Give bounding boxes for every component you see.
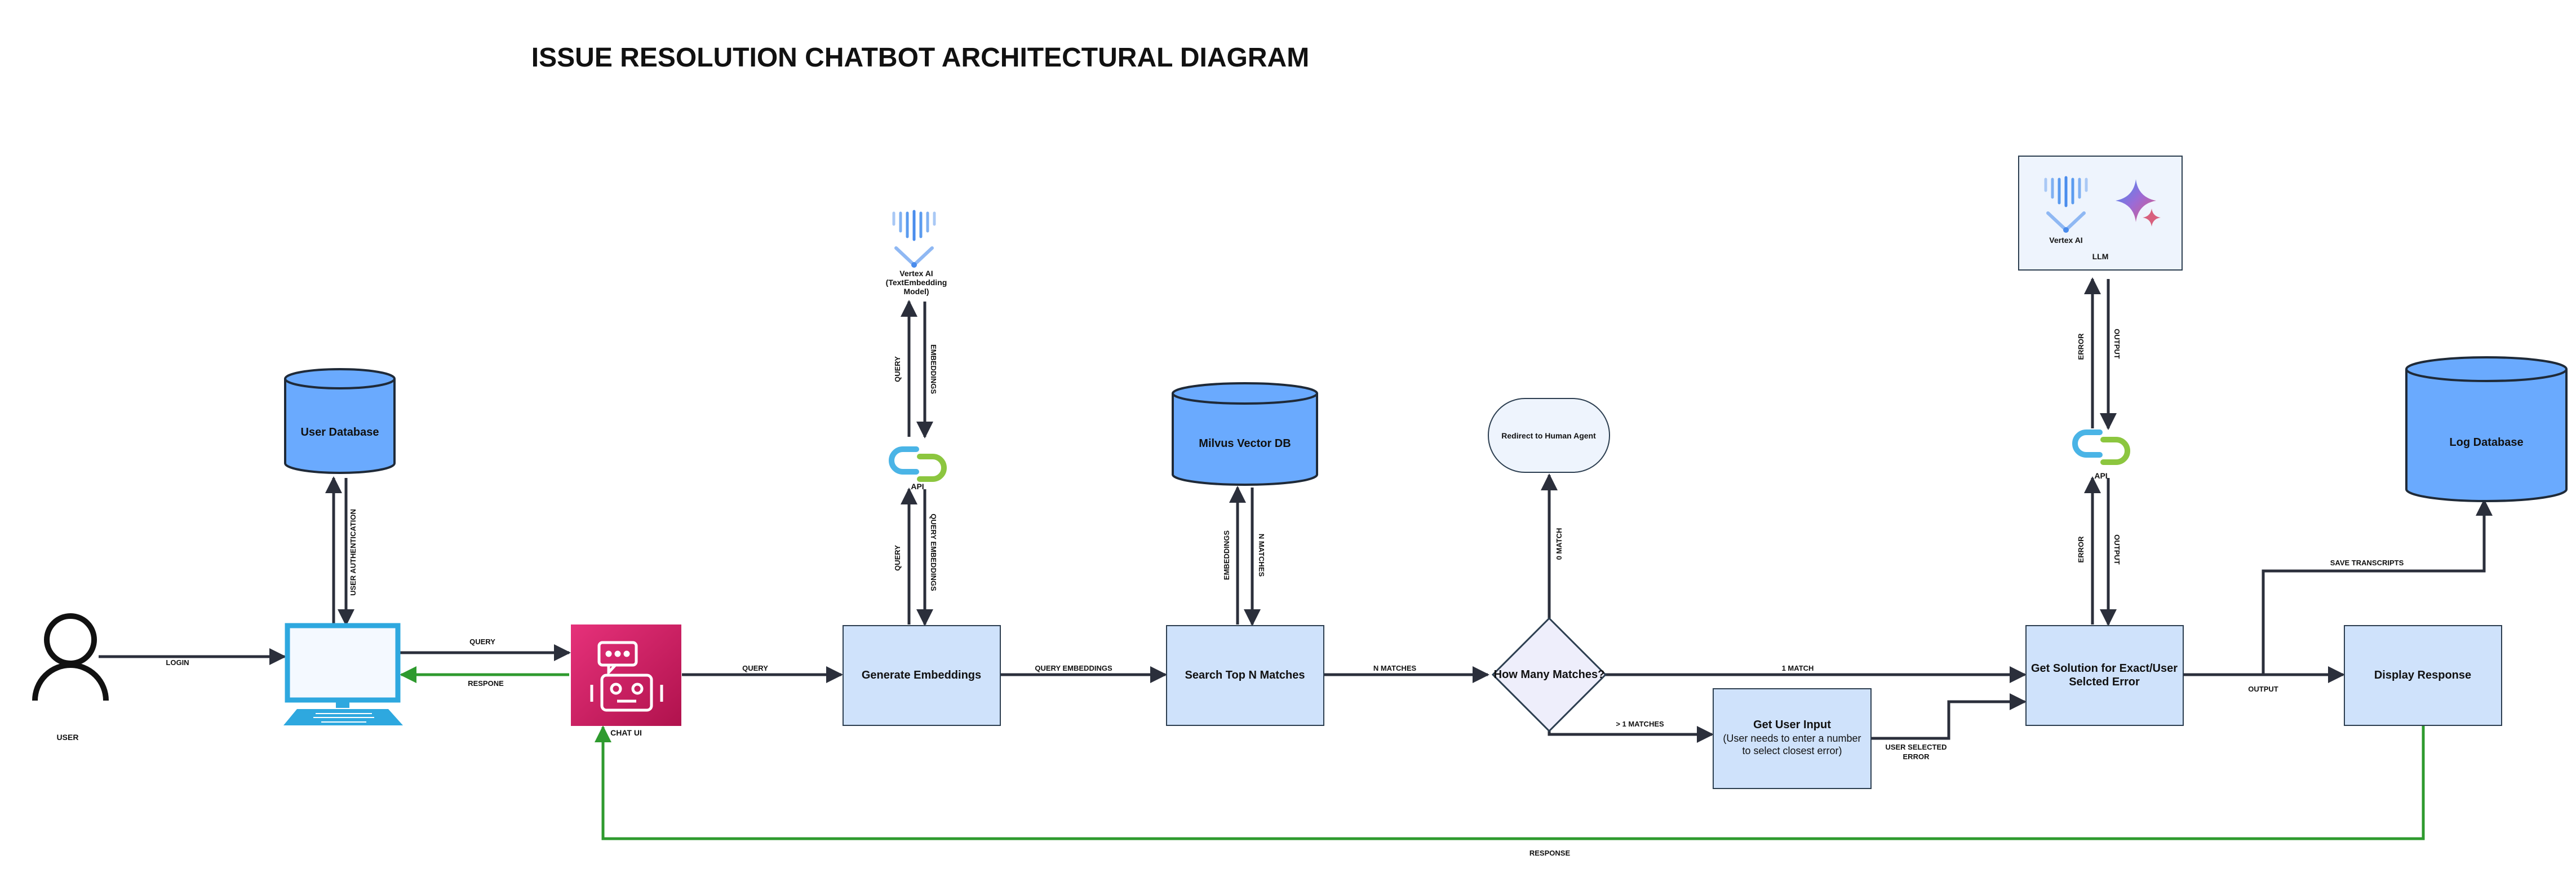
green-edges — [400, 666, 2425, 840]
vertex-embedding-label-1: Vertex AI — [899, 269, 933, 278]
llm-label: LLM — [2092, 252, 2109, 261]
label-embeddings-down: EMBEDDINGS — [929, 344, 938, 394]
generate-embeddings-node: Generate Embeddings — [843, 625, 1001, 726]
redirect-label: Redirect to Human Agent — [1501, 431, 1596, 440]
edge-gt-one — [1548, 726, 1714, 743]
api-left-label: API — [911, 482, 924, 491]
label-save-transcripts: SAVE TRANSCRIPTS — [2330, 559, 2404, 567]
label-embeddings-up: EMBEDDINGS — [1222, 530, 1231, 580]
edge-labels: LOGIN QUERY RESPONE QUERY QUERY EMBEDDIN… — [166, 329, 2404, 857]
milvus-db: Milvus Vector DB — [1172, 382, 1318, 486]
llm-node: Vertex AI LLM — [2018, 156, 2183, 271]
vertex-embedding-label-3: Model) — [903, 287, 929, 296]
diagram-title: ISSUE RESOLUTION CHATBOT ARCHITECTURAL D… — [531, 43, 1309, 73]
label-output-upper: OUTPUT — [2113, 329, 2121, 359]
redirect-node: Redirect to Human Agent — [1488, 398, 1610, 473]
label-response-bottom: RESPONSE — [1529, 849, 1571, 857]
user-label: USER — [57, 733, 79, 742]
label-query-gen: QUERY — [742, 664, 768, 672]
log-database-label: Log Database — [2449, 436, 2523, 449]
user-body-icon — [32, 662, 109, 701]
display-response-node: Display Response — [2344, 625, 2502, 726]
label-error-lower: ERROR — [2077, 536, 2085, 563]
log-database: Log Database — [2405, 356, 2568, 502]
generate-embeddings-label: Generate Embeddings — [862, 669, 981, 681]
user-database: User Database — [284, 368, 396, 474]
label-query-chat: QUERY — [469, 637, 495, 646]
get-user-input-body-1: (User needs to enter a number — [1723, 733, 1861, 744]
robot-chat-icon — [590, 641, 663, 712]
get-solution-label-2: Selcted Error — [2069, 676, 2140, 688]
get-user-input-node: Get User Input (User needs to enter a nu… — [1713, 688, 1872, 789]
computer-icon — [283, 623, 403, 725]
search-top-n-node: Search Top N Matches — [1166, 625, 1324, 726]
chat-ui-node[interactable]: CHAT UI — [571, 624, 681, 737]
vertex-llm-label: Vertex AI — [2049, 236, 2082, 245]
api-right-node: API — [2072, 429, 2130, 480]
label-query-api-up: QUERY — [893, 356, 902, 382]
get-user-input-title: Get User Input — [1753, 719, 1831, 731]
edge-response-bottom — [595, 725, 2425, 840]
label-output-lower: OUTPUT — [2113, 534, 2121, 565]
label-output: OUTPUT — [2248, 685, 2278, 693]
search-top-n-label: Search Top N Matches — [1185, 669, 1305, 681]
label-user-auth: USER AUTHENTICATION — [349, 509, 357, 596]
label-error-upper: ERROR — [2077, 333, 2085, 360]
how-many-label: How Many Matches? — [1494, 668, 1605, 681]
label-query-api-lower: QUERY — [893, 545, 902, 571]
user-icon — [44, 613, 97, 666]
vertex-ai-llm-icon — [2044, 176, 2088, 233]
gemini-sparkle-icon — [2116, 179, 2161, 227]
user-node: USER — [32, 613, 109, 742]
api-left-node: API — [889, 446, 947, 491]
label-user-selected-2: ERROR — [1903, 752, 1930, 761]
vertex-embedding-label-2: (TextEmbedding — [886, 278, 947, 287]
api-link-icon — [2072, 429, 2130, 465]
label-query-embeddings-down: QUERY EMBEDDINGS — [929, 513, 938, 591]
edge-user-selected — [1871, 693, 2027, 740]
api-link-icon — [889, 446, 947, 482]
user-database-label: User Database — [301, 426, 379, 438]
display-response-label: Display Response — [2374, 669, 2471, 681]
get-solution-node: Get Solution for Exact/User Selcted Erro… — [2025, 625, 2184, 726]
label-user-selected-1: USER SELECTED — [1885, 743, 1947, 751]
how-many-matches-node: How Many Matches? — [1491, 617, 1607, 733]
label-n-matches: N MATCHES — [1373, 664, 1417, 672]
label-login: LOGIN — [166, 658, 189, 667]
label-respone: RESPONE — [468, 679, 504, 688]
label-query-embeddings: QUERY EMBEDDINGS — [1035, 664, 1112, 672]
vertex-embedding-node: Vertex AI (TextEmbedding Model) — [886, 210, 947, 296]
label-zero-match: 0 MATCH — [1555, 528, 1563, 560]
get-user-input-body-2: to select closest error) — [1742, 745, 1842, 756]
get-solution-label-1: Get Solution for Exact/User — [2031, 662, 2178, 675]
vertex-ai-icon — [892, 210, 936, 268]
label-n-matches-down: N MATCHES — [1257, 534, 1266, 577]
chat-ui-label: CHAT UI — [610, 728, 642, 737]
edge-save-transcripts — [2262, 499, 2493, 675]
api-right-label: API — [2094, 471, 2107, 480]
edges — [99, 277, 2493, 743]
label-one-match: 1 MATCH — [1782, 664, 1814, 672]
milvus-label: Milvus Vector DB — [1199, 437, 1291, 450]
label-gt-one: > 1 MATCHES — [1616, 720, 1664, 728]
